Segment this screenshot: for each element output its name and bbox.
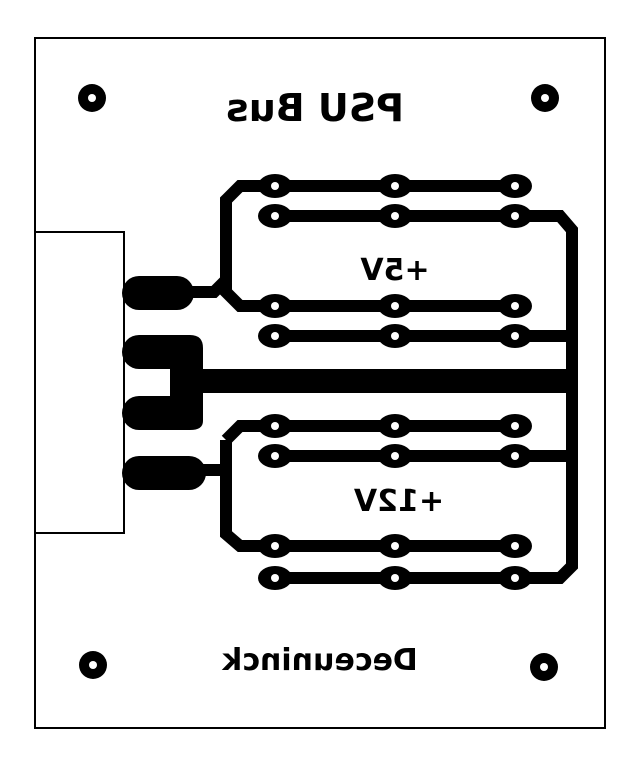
rail-5v-label: +5V bbox=[360, 253, 430, 288]
pad-row-8 bbox=[258, 566, 532, 590]
connector-pad-4 bbox=[122, 456, 206, 490]
trace-12v-rail bbox=[178, 420, 520, 552]
connector-pad-2-3 bbox=[122, 335, 203, 430]
mounting-hole-bottom-left bbox=[79, 651, 107, 679]
board-title: PSU Bus bbox=[226, 86, 404, 130]
mounting-hole-top-right bbox=[531, 84, 559, 112]
trace-5v-rail bbox=[178, 180, 520, 312]
traces bbox=[178, 180, 578, 584]
pad-row-2 bbox=[258, 204, 532, 228]
connector-outline bbox=[34, 231, 125, 534]
pad-row-1 bbox=[258, 174, 532, 198]
mounting-hole-bottom-right bbox=[530, 653, 558, 681]
mounting-hole-top-left bbox=[78, 84, 106, 112]
pad-row-4 bbox=[258, 324, 532, 348]
rail-12v-label: +12V bbox=[353, 484, 444, 519]
pad-row-6 bbox=[258, 444, 532, 468]
pad-row-3 bbox=[258, 294, 532, 318]
pad-row-7 bbox=[258, 534, 532, 558]
pad-grid bbox=[258, 174, 532, 590]
connector-pad-1 bbox=[122, 276, 194, 310]
pad-row-5 bbox=[258, 414, 532, 438]
author-label: Deceuninck bbox=[221, 643, 418, 678]
connector-pads bbox=[122, 276, 206, 490]
